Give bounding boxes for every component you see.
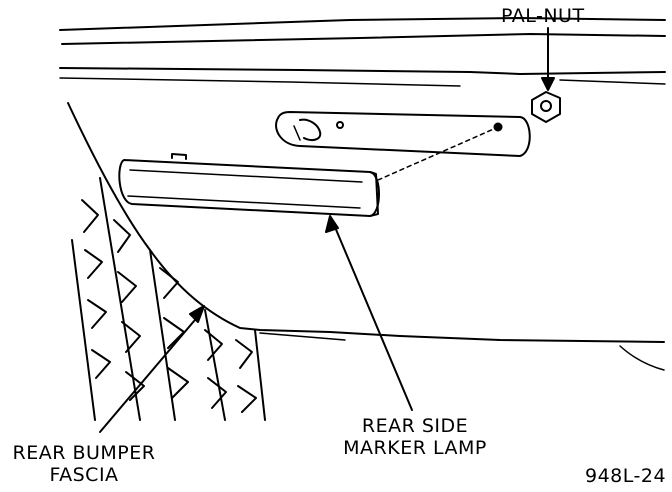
body-molding-lines: [59, 17, 666, 87]
mounting-bracket: [275, 111, 531, 157]
figure-code: 948L-24: [585, 465, 667, 487]
marker-lamp-leader: [331, 219, 413, 411]
stud-alignment-line: [377, 127, 497, 181]
rear-bumper-fascia-label-line2: FASCIA: [49, 464, 119, 486]
rear-side-marker-lamp-label: REAR SIDE MARKER LAMP: [330, 415, 500, 459]
rear-side-marker-lamp-label-line2: MARKER LAMP: [343, 437, 487, 459]
fascia-arrowhead: [189, 305, 205, 323]
marker-lamp-arrowhead: [325, 215, 339, 233]
rear-bumper-fascia-label: REAR BUMPER FASCIA: [0, 442, 168, 486]
rear-tire-tread: [71, 177, 266, 421]
rear-side-marker-lamp-label-line1: REAR SIDE: [361, 415, 469, 437]
pal-nut-part: [531, 91, 561, 123]
quarter-panel-outline: [67, 102, 665, 371]
rear-bumper-fascia-label-line1: REAR BUMPER: [12, 442, 156, 464]
fascia-leader: [99, 313, 201, 433]
pal-nut-label: PAL-NUT: [501, 5, 585, 27]
pal-nut-arrowhead: [541, 77, 555, 91]
marker-lamp-part: [118, 153, 380, 217]
